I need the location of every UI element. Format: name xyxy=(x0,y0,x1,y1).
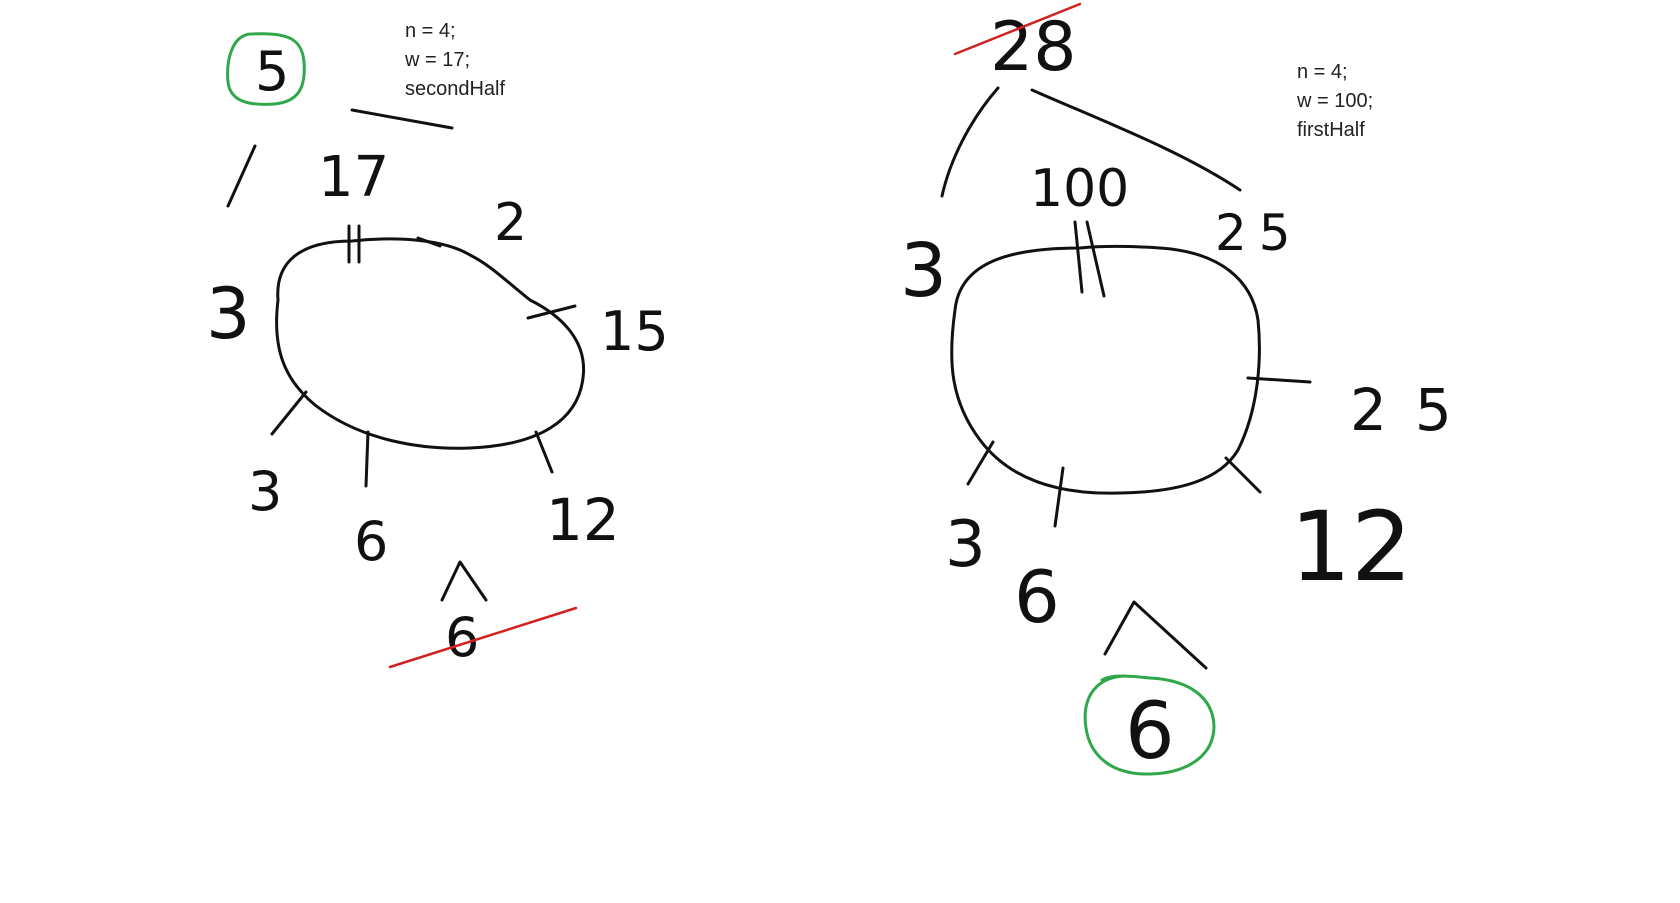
right-label-6: 6 xyxy=(1014,555,1060,639)
right-cycle-shape xyxy=(950,245,1261,495)
left-notes: n = 4; w = 17; secondHalf xyxy=(405,17,505,104)
left-label-3-side: 3 xyxy=(206,273,251,355)
left-result-value: 5 xyxy=(255,40,289,103)
left-diagram: 17 2 15 12 6 3 3 6 5 xyxy=(206,32,669,669)
left-note-n: n = 4; xyxy=(405,20,456,42)
left-result-circle xyxy=(226,32,306,106)
right-note-w: w = 100; xyxy=(1297,90,1374,112)
right-branch-right xyxy=(1030,88,1242,192)
right-caret xyxy=(1103,600,1208,670)
right-strike-line xyxy=(953,2,1082,56)
left-note-w: w = 17; xyxy=(405,49,471,71)
right-label-3-side: 3 xyxy=(900,228,947,314)
left-struck-value: 6 xyxy=(445,606,479,669)
left-tick-12 xyxy=(534,430,554,474)
left-label-15: 15 xyxy=(600,300,669,363)
left-tick-3-bottom xyxy=(270,390,308,436)
left-label-3-bottom: 3 xyxy=(248,460,282,523)
left-cycle-shape xyxy=(275,237,586,450)
right-result-value: 6 xyxy=(1125,687,1175,777)
right-tick-12 xyxy=(1224,456,1262,494)
right-diagram: 100 25 25 12 6 3 3 28 6 xyxy=(900,2,1480,777)
right-struck-value: 28 xyxy=(990,8,1077,87)
left-note-half: secondHalf xyxy=(405,78,506,100)
right-label-12: 12 xyxy=(1290,491,1412,603)
left-tick-6 xyxy=(364,430,370,488)
left-label-6: 6 xyxy=(354,510,388,573)
right-branch-left xyxy=(940,86,1000,198)
right-note-n: n = 4; xyxy=(1297,61,1348,83)
left-tick-2 xyxy=(416,236,442,248)
right-notes: n = 4; w = 100; firstHalf xyxy=(1297,58,1373,145)
left-label-17: 17 xyxy=(318,145,389,210)
left-label-12: 12 xyxy=(546,486,620,554)
left-strike-line xyxy=(388,606,578,669)
right-cut-mark-1 xyxy=(1073,220,1084,294)
right-label-100: 100 xyxy=(1030,159,1129,219)
right-tick-3 xyxy=(966,440,995,486)
right-tick-25 xyxy=(1246,376,1312,384)
right-note-half: firstHalf xyxy=(1297,119,1365,141)
left-label-2: 2 xyxy=(494,193,527,253)
left-stroke-upper-left xyxy=(226,144,257,208)
right-result-circle xyxy=(1083,674,1216,776)
left-caret xyxy=(440,560,488,602)
right-tick-6 xyxy=(1053,466,1065,528)
left-stroke-upper-right xyxy=(350,108,454,130)
right-label-25-upper: 25 xyxy=(1215,204,1303,262)
right-label-25-side: 25 xyxy=(1350,376,1480,444)
right-cut-mark-2 xyxy=(1085,220,1106,298)
right-label-3-bottom: 3 xyxy=(945,508,986,582)
left-tick-15 xyxy=(526,304,577,320)
